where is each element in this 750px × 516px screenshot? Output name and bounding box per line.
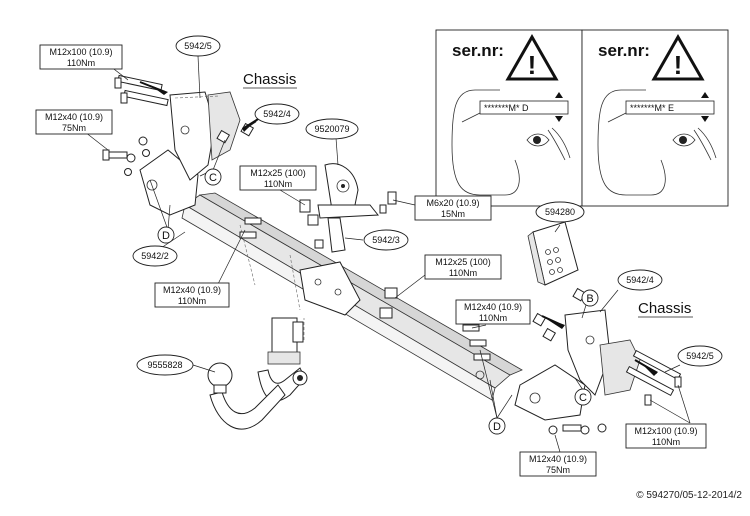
svg-text:!: ! (674, 50, 683, 80)
callout-5942-5-right: 5942/5 (686, 351, 714, 361)
spec-torque-centre-top: 110Nm (264, 179, 292, 189)
serial-plate-right (625, 100, 715, 115)
spec-size-mid-right: M12x40 (10.9) (464, 302, 522, 312)
serial-code-left: *******M* D (484, 103, 529, 113)
serial-number-panel: ser.nr: ! *******M* D ser.nr: ! *******M… (435, 29, 729, 207)
left-side-bracket (139, 91, 241, 216)
serial-plate-left (479, 100, 569, 115)
letter-d-left: D (162, 230, 170, 242)
leader-lines (84, 55, 691, 453)
spec-size-centre-right: M12x25 (100) (435, 257, 491, 267)
chassis-label-right: Chassis (638, 300, 691, 317)
spec-torque-mid-right: 110Nm (479, 313, 507, 323)
callout-594280: 594280 (545, 207, 575, 217)
chassis-label-top: Chassis (243, 71, 296, 88)
copyright-notice: © 594270/05-12-2014/2 (636, 490, 742, 501)
small-bolts-left (102, 115, 263, 239)
spec-size-m6: M6x20 (10.9) (426, 198, 479, 208)
tow-ball-neck (207, 317, 308, 430)
callout-5942-2: 5942/2 (141, 251, 169, 261)
serial-code-right: *******M* E (630, 103, 674, 113)
centre-mounting-bracket (299, 261, 398, 319)
long-bolts-right (625, 349, 682, 406)
electrical-kit (527, 221, 579, 286)
callout-9555828: 9555828 (147, 360, 182, 370)
long-bolts-left (114, 74, 169, 107)
right-side-bracket (475, 309, 641, 421)
serial-title-left: ser.nr: (452, 41, 504, 60)
eye-icon (672, 127, 717, 161)
svg-text:!: ! (528, 50, 537, 80)
spec-torque-m6: 15Nm (441, 209, 465, 219)
warning-icon: ! (651, 33, 705, 81)
spec-size-mid-left: M12x40 (10.9) (163, 285, 221, 295)
spec-torque-bottom-right: 110Nm (652, 437, 680, 447)
letter-c-right: C (579, 392, 587, 404)
spec-size-bottom-mid: M12x40 (10.9) (529, 454, 587, 464)
eye-icon (526, 127, 571, 161)
socket-bracket (299, 163, 397, 253)
letter-d-bottom: D (493, 421, 501, 433)
spec-torque-centre-right: 110Nm (449, 268, 477, 278)
callout-5942-4-right: 5942/4 (626, 275, 654, 285)
spec-size-bottom-right: M12x100 (10.9) (634, 426, 697, 436)
callout-5942-4-top: 5942/4 (263, 109, 291, 119)
spec-size-left: M12x40 (10.9) (45, 112, 103, 122)
callout-9520079: 9520079 (314, 124, 349, 134)
warning-icon: ! (505, 33, 559, 81)
spec-size-top-left: M12x100 (10.9) (49, 47, 112, 57)
spec-size-centre-top: M12x25 (100) (250, 168, 306, 178)
serial-title-right: ser.nr: (598, 41, 650, 60)
callout-5942-5-top: 5942/5 (184, 41, 212, 51)
letter-c-top: C (209, 172, 217, 184)
spec-torque-bottom-mid: 75Nm (546, 465, 570, 475)
callout-5942-3: 5942/3 (372, 235, 400, 245)
spec-torque-left: 75Nm (62, 123, 86, 133)
spec-torque-top-left: 110Nm (67, 58, 95, 68)
spec-torque-mid-left: 110Nm (178, 296, 206, 306)
letter-b-right: B (586, 293, 593, 305)
